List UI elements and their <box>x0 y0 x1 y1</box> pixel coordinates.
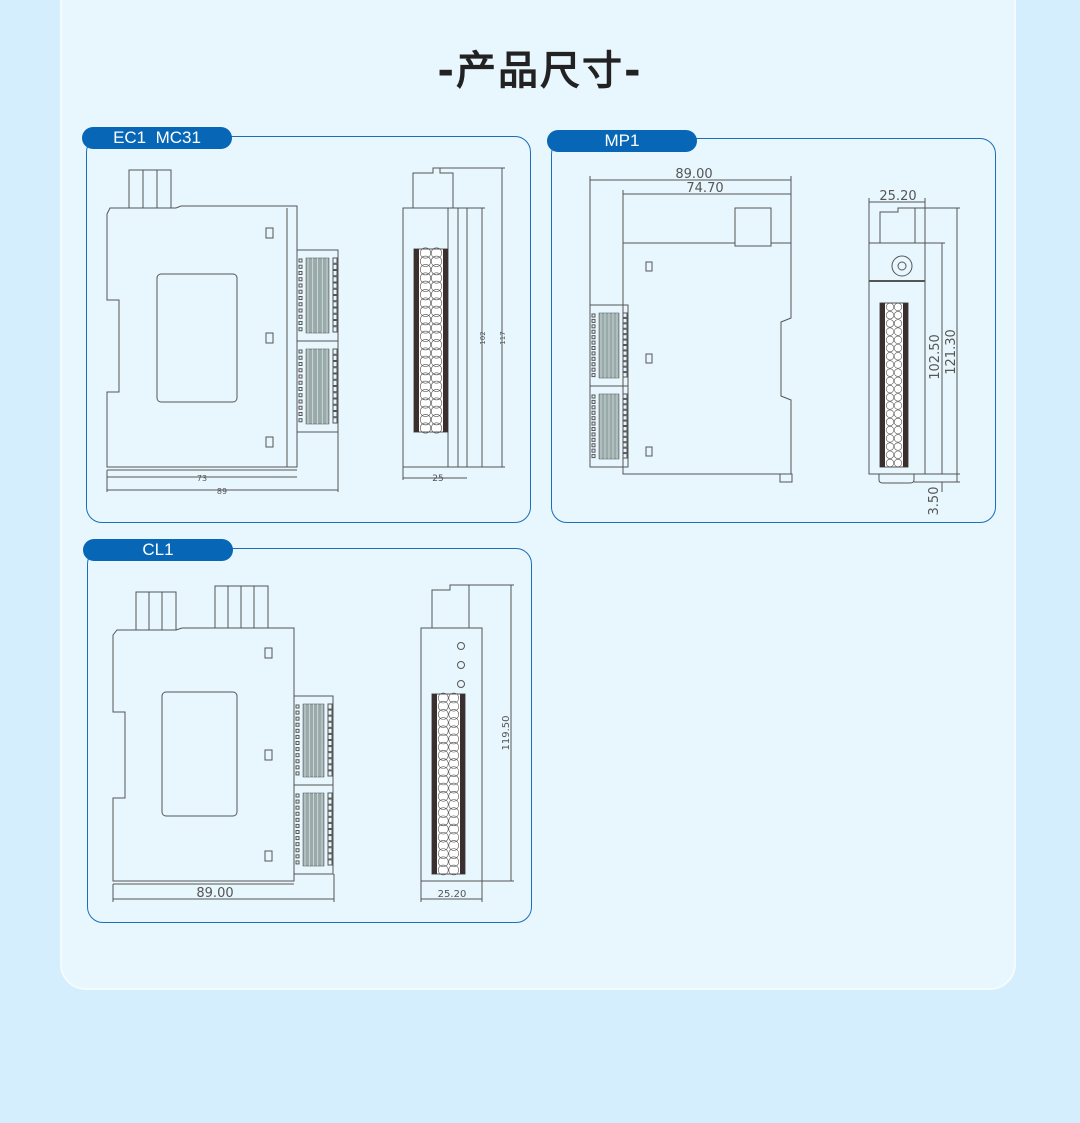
ec1-dim-102: 102 <box>479 331 487 344</box>
mp1-dim-89: 89.00 <box>675 167 712 182</box>
mp1-dim-121: 121.30 <box>944 329 959 375</box>
panel-label-cl1: CL1 <box>83 539 233 561</box>
terminal-block <box>296 249 339 433</box>
ec1-dim-73: 73 <box>197 474 207 483</box>
page-title: -产品尺寸- <box>437 48 643 94</box>
ec1-side-view <box>402 167 505 480</box>
mp1-dim-3-50: 3.50 <box>927 487 942 516</box>
terminal-block <box>589 304 629 468</box>
cl1-dim-119: 119.50 <box>501 716 512 751</box>
mp1-dim-25: 25.20 <box>879 189 916 204</box>
terminal-block <box>293 695 334 875</box>
cl1-front-view <box>112 585 335 902</box>
content-card <box>60 0 1016 990</box>
mp1-side-view <box>868 198 960 492</box>
ec1-front-view <box>106 169 339 492</box>
ec1-dim-89: 89 <box>217 487 227 496</box>
ec1-dim-25: 25 <box>432 474 443 484</box>
ec1-dim-117: 117 <box>499 331 507 344</box>
cl1-side-view <box>420 584 514 902</box>
panel-cl1 <box>87 548 532 923</box>
cl1-dim-89: 89.00 <box>196 886 233 901</box>
mp1-front-view <box>589 176 793 483</box>
panel-label-ec1: EC1 MC31 <box>82 127 232 149</box>
panel-label-mp1: MP1 <box>547 130 697 152</box>
mp1-dim-102: 102.50 <box>928 334 943 380</box>
terminal-column <box>413 247 449 434</box>
panel-ec1 <box>86 136 531 523</box>
terminal-column <box>431 692 466 876</box>
mp1-dim-74: 74.70 <box>686 181 723 196</box>
terminal-column <box>879 302 909 468</box>
cl1-dim-25: 25.20 <box>438 889 467 900</box>
panel-mp1 <box>551 138 996 523</box>
